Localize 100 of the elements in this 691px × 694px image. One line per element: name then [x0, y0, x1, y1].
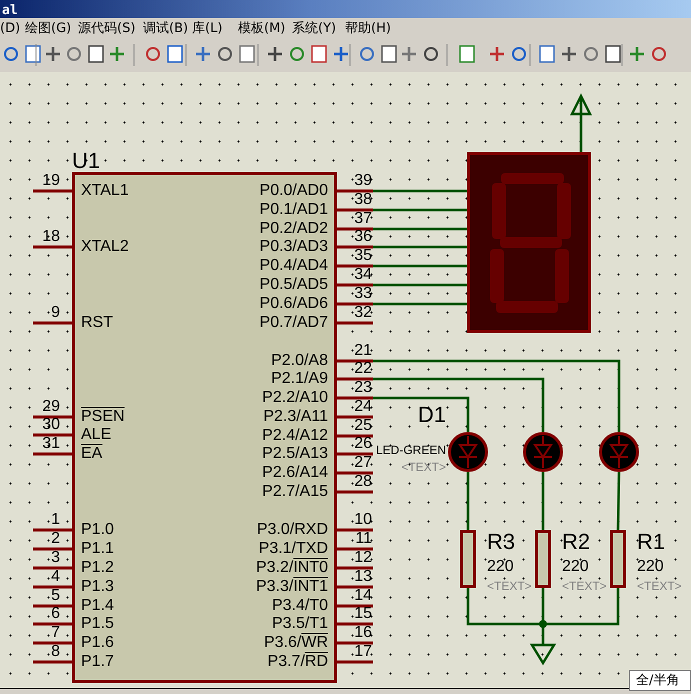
- pin-number: 32: [354, 305, 372, 321]
- part-label: U1: [72, 150, 100, 172]
- pin-number: 16: [354, 625, 372, 641]
- pin-name: ALE: [81, 427, 112, 443]
- pin-number: 17: [354, 644, 372, 660]
- wire: [373, 208, 467, 212]
- pin-number: 15: [354, 606, 372, 622]
- pin-name: P2.3/A11: [263, 409, 328, 425]
- pin-number: 19: [41, 173, 60, 189]
- part-value: 220: [562, 559, 589, 575]
- pin-name: P0.6/AD6: [260, 296, 328, 312]
- pin-name: P3.2/INT0: [256, 560, 328, 576]
- pin-name: P2.7/A15: [262, 484, 328, 500]
- ground-terminal: [531, 619, 555, 664]
- pin-name: PSEN: [81, 409, 125, 425]
- wire: [373, 360, 620, 432]
- pin-name: P1.5: [81, 616, 114, 632]
- wire: [373, 264, 467, 268]
- pin-number: 35: [354, 248, 372, 264]
- pin-name: P2.6/A14: [262, 465, 328, 481]
- wire: [616, 472, 620, 530]
- seven-segment-display: [467, 152, 591, 333]
- pin-number: 9: [50, 305, 60, 321]
- menu-item: 模板(M): [238, 22, 286, 35]
- placeholder-text: <TEXT>: [562, 580, 607, 592]
- resistor-symbol: [535, 530, 551, 588]
- menu-item: 帮助(H): [345, 22, 391, 35]
- pin-name: P0.1/AD1: [260, 202, 328, 218]
- pin-number: 31: [41, 436, 60, 452]
- window-title: al: [2, 3, 18, 18]
- pin-number: 1: [50, 512, 60, 528]
- pin-number: 14: [354, 588, 372, 604]
- placeholder-text: <TEXT>: [487, 580, 532, 592]
- wire: [373, 190, 467, 192]
- wire: [373, 284, 467, 286]
- pin-name: P1.3: [81, 579, 114, 595]
- pin-number: 37: [354, 211, 372, 227]
- pin-number: 38: [354, 192, 372, 208]
- pin-name: P1.2: [81, 560, 114, 576]
- resistor-symbol: [460, 530, 476, 588]
- pin-number: 13: [354, 569, 372, 585]
- pin-name: P0.3/AD3: [260, 239, 328, 255]
- pin-number: 30: [41, 417, 60, 433]
- menu-item: 源代码(S): [78, 22, 136, 35]
- part-value: 220: [487, 559, 514, 575]
- part-label: R1: [637, 531, 666, 553]
- wire: [542, 588, 544, 619]
- pin-number: 6: [50, 606, 60, 622]
- part-label: D1: [418, 404, 446, 426]
- wire: [373, 246, 467, 248]
- part-label: R3: [487, 531, 516, 553]
- pin-name: P3.0/RXD: [256, 522, 328, 538]
- pin-number: 34: [354, 267, 372, 283]
- menu-item: 绘图(G): [25, 22, 72, 35]
- wire: [373, 228, 467, 230]
- pin-name: XTAL2: [81, 239, 129, 255]
- pin-number: 36: [354, 229, 372, 245]
- pin-number: 21: [354, 343, 372, 359]
- resistor-symbol: [610, 530, 626, 588]
- wire: [466, 472, 470, 530]
- pin-name: P0.0/AD0: [260, 183, 328, 199]
- wire: [373, 396, 470, 432]
- pin-number: 33: [354, 286, 372, 302]
- pin-name: P0.7/AD7: [260, 315, 328, 331]
- pin-number: 24: [354, 399, 372, 415]
- pin-name: P3.4/T0: [272, 598, 328, 614]
- part-label: R2: [562, 531, 590, 553]
- wire: [466, 588, 531, 626]
- wire: [542, 472, 544, 530]
- pin-name: P0.2/AD2: [260, 221, 328, 237]
- wire: [373, 378, 544, 432]
- part-value: LED-GREEN: [376, 444, 446, 456]
- pin-number: 25: [354, 418, 372, 434]
- pin-number: 2: [50, 531, 60, 547]
- pin-name: RST: [81, 315, 113, 331]
- menu-item: 系统(Y): [292, 22, 336, 35]
- pin-name: P3.5/T1: [272, 616, 328, 632]
- pin-number: 5: [50, 588, 60, 604]
- pin-name: P2.4/A12: [262, 428, 328, 444]
- pin-name: P1.4: [81, 598, 114, 614]
- pin-name: P2.5/A13: [262, 446, 328, 462]
- pin-name: P1.1: [81, 541, 114, 557]
- pin-number: 4: [50, 569, 60, 585]
- pin-number: 23: [354, 380, 372, 396]
- pin-name: P3.1/TXD: [258, 541, 328, 557]
- pin-name: P3.7/RD: [268, 654, 328, 670]
- part-value: 220: [637, 559, 664, 575]
- menu-item: (D): [0, 22, 20, 35]
- pin-number: 7: [50, 625, 60, 641]
- placeholder-text: <TEXT>: [637, 580, 682, 592]
- pin-number: 26: [354, 436, 372, 452]
- pin-name: P3.6/WR: [264, 635, 328, 651]
- menu-item: 调试(B): [143, 22, 188, 35]
- pin-name: P2.2/A10: [262, 390, 328, 406]
- pin-number: 39: [354, 173, 372, 189]
- pin-name: XTAL1: [81, 183, 129, 199]
- input-mode-indicator: 全/半角: [636, 674, 680, 687]
- pin-name: P1.6: [81, 635, 114, 651]
- wire: [373, 302, 467, 306]
- pin-number: 29: [41, 399, 60, 415]
